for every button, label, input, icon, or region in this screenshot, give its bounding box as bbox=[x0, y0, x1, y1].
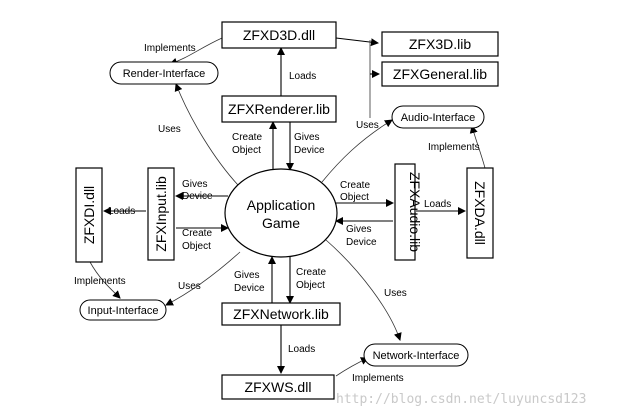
label-create-audio: Create bbox=[340, 180, 370, 191]
node-audio-interface-label: Audio-Interface bbox=[401, 112, 476, 124]
node-audio-interface bbox=[391, 105, 485, 129]
label-gives-input: Gives bbox=[182, 179, 208, 190]
node-zfxrenderer-lib-label: ZFXRenderer.lib bbox=[228, 101, 330, 117]
label-object-renderer: Object bbox=[232, 145, 261, 156]
node-zfx3d-lib-label: ZFX3D.lib bbox=[409, 36, 471, 52]
edge-app-uses-input bbox=[165, 251, 241, 306]
edge-app-uses-network bbox=[325, 239, 402, 341]
label-implements-network: Implements bbox=[352, 373, 404, 384]
node-zfx3d-lib bbox=[381, 31, 499, 57]
node-application-game bbox=[224, 168, 338, 258]
label-uses-audio: Uses bbox=[356, 120, 379, 131]
node-zfxda-dll-label: ZFXDA.dll bbox=[472, 181, 488, 245]
edge-app-uses-audio bbox=[321, 119, 393, 183]
edge-da-implements-audio bbox=[469, 125, 486, 169]
node-render-interface-label: Render-Interface bbox=[123, 68, 206, 80]
label-gives-audio: Gives bbox=[346, 224, 372, 235]
node-zfxnetwork-lib-label: ZFXNetwork.lib bbox=[233, 306, 329, 322]
label-loads-da: Loads bbox=[424, 199, 451, 210]
node-network-interface-label: Network-Interface bbox=[373, 350, 460, 362]
node-game-label: Game bbox=[262, 215, 300, 231]
label-implements-input: Implements bbox=[74, 276, 126, 287]
node-zfxdi-dll bbox=[75, 167, 103, 263]
label-object-network: Object bbox=[296, 280, 325, 291]
node-network-interface bbox=[363, 343, 469, 367]
label-loads-ws: Loads bbox=[288, 344, 315, 355]
edge-app-uses-render bbox=[174, 83, 239, 186]
watermark-text: http://blog.csdn.net/luyuncsd123 bbox=[336, 392, 586, 407]
node-zfxd3d-dll bbox=[221, 21, 337, 49]
label-uses-network: Uses bbox=[384, 288, 407, 299]
node-zfxaudio-lib-label: ZFXAudio.lib bbox=[407, 172, 423, 252]
label-uses-input: Uses bbox=[178, 281, 201, 292]
label-device-audio: Device bbox=[346, 237, 377, 248]
label-object-audio: Object bbox=[340, 192, 369, 203]
edge-di-implements-input bbox=[89, 261, 121, 299]
label-device-input: Device bbox=[182, 191, 213, 202]
label-implements-render: Implements bbox=[144, 43, 196, 54]
label-implements-audio: Implements bbox=[428, 142, 480, 153]
label-create-network: Create bbox=[296, 267, 326, 278]
label-loads-di: Loads bbox=[108, 206, 135, 217]
node-zfxda-dll bbox=[466, 167, 494, 259]
node-input-interface-label: Input-Interface bbox=[88, 305, 159, 317]
node-zfxinput-lib bbox=[147, 167, 175, 261]
node-input-interface bbox=[79, 299, 167, 321]
label-loads-d3d: Loads bbox=[289, 71, 316, 82]
node-zfxinput-lib-label: ZFXInput.lib bbox=[153, 176, 169, 252]
label-uses-render: Uses bbox=[158, 124, 181, 135]
node-render-interface bbox=[109, 61, 219, 85]
node-zfxaudio-lib bbox=[394, 163, 416, 261]
node-zfxd3d-dll-label: ZFXD3D.dll bbox=[243, 27, 315, 43]
label-gives-renderer: Gives bbox=[294, 132, 320, 143]
node-zfxnetwork-lib bbox=[221, 302, 341, 326]
node-zfxgeneral-lib bbox=[381, 61, 499, 87]
label-device-network: Device bbox=[234, 283, 265, 294]
label-object-input: Object bbox=[182, 241, 211, 252]
node-application-label: Application bbox=[247, 197, 316, 213]
node-zfxws-dll-label: ZFXWS.dll bbox=[245, 379, 312, 395]
node-zfxdi-dll-label: ZFXDI.dll bbox=[81, 186, 97, 244]
node-zfxws-dll bbox=[221, 374, 335, 400]
label-device-renderer: Device bbox=[294, 145, 325, 156]
node-zfxrenderer-lib bbox=[221, 95, 337, 123]
node-zfxgeneral-lib-label: ZFXGeneral.lib bbox=[393, 66, 487, 82]
edge-d3d-to-3dlib bbox=[335, 37, 379, 47]
label-create-input: Create bbox=[182, 228, 212, 239]
label-create-renderer: Create bbox=[232, 132, 262, 143]
label-gives-network: Gives bbox=[234, 270, 260, 281]
